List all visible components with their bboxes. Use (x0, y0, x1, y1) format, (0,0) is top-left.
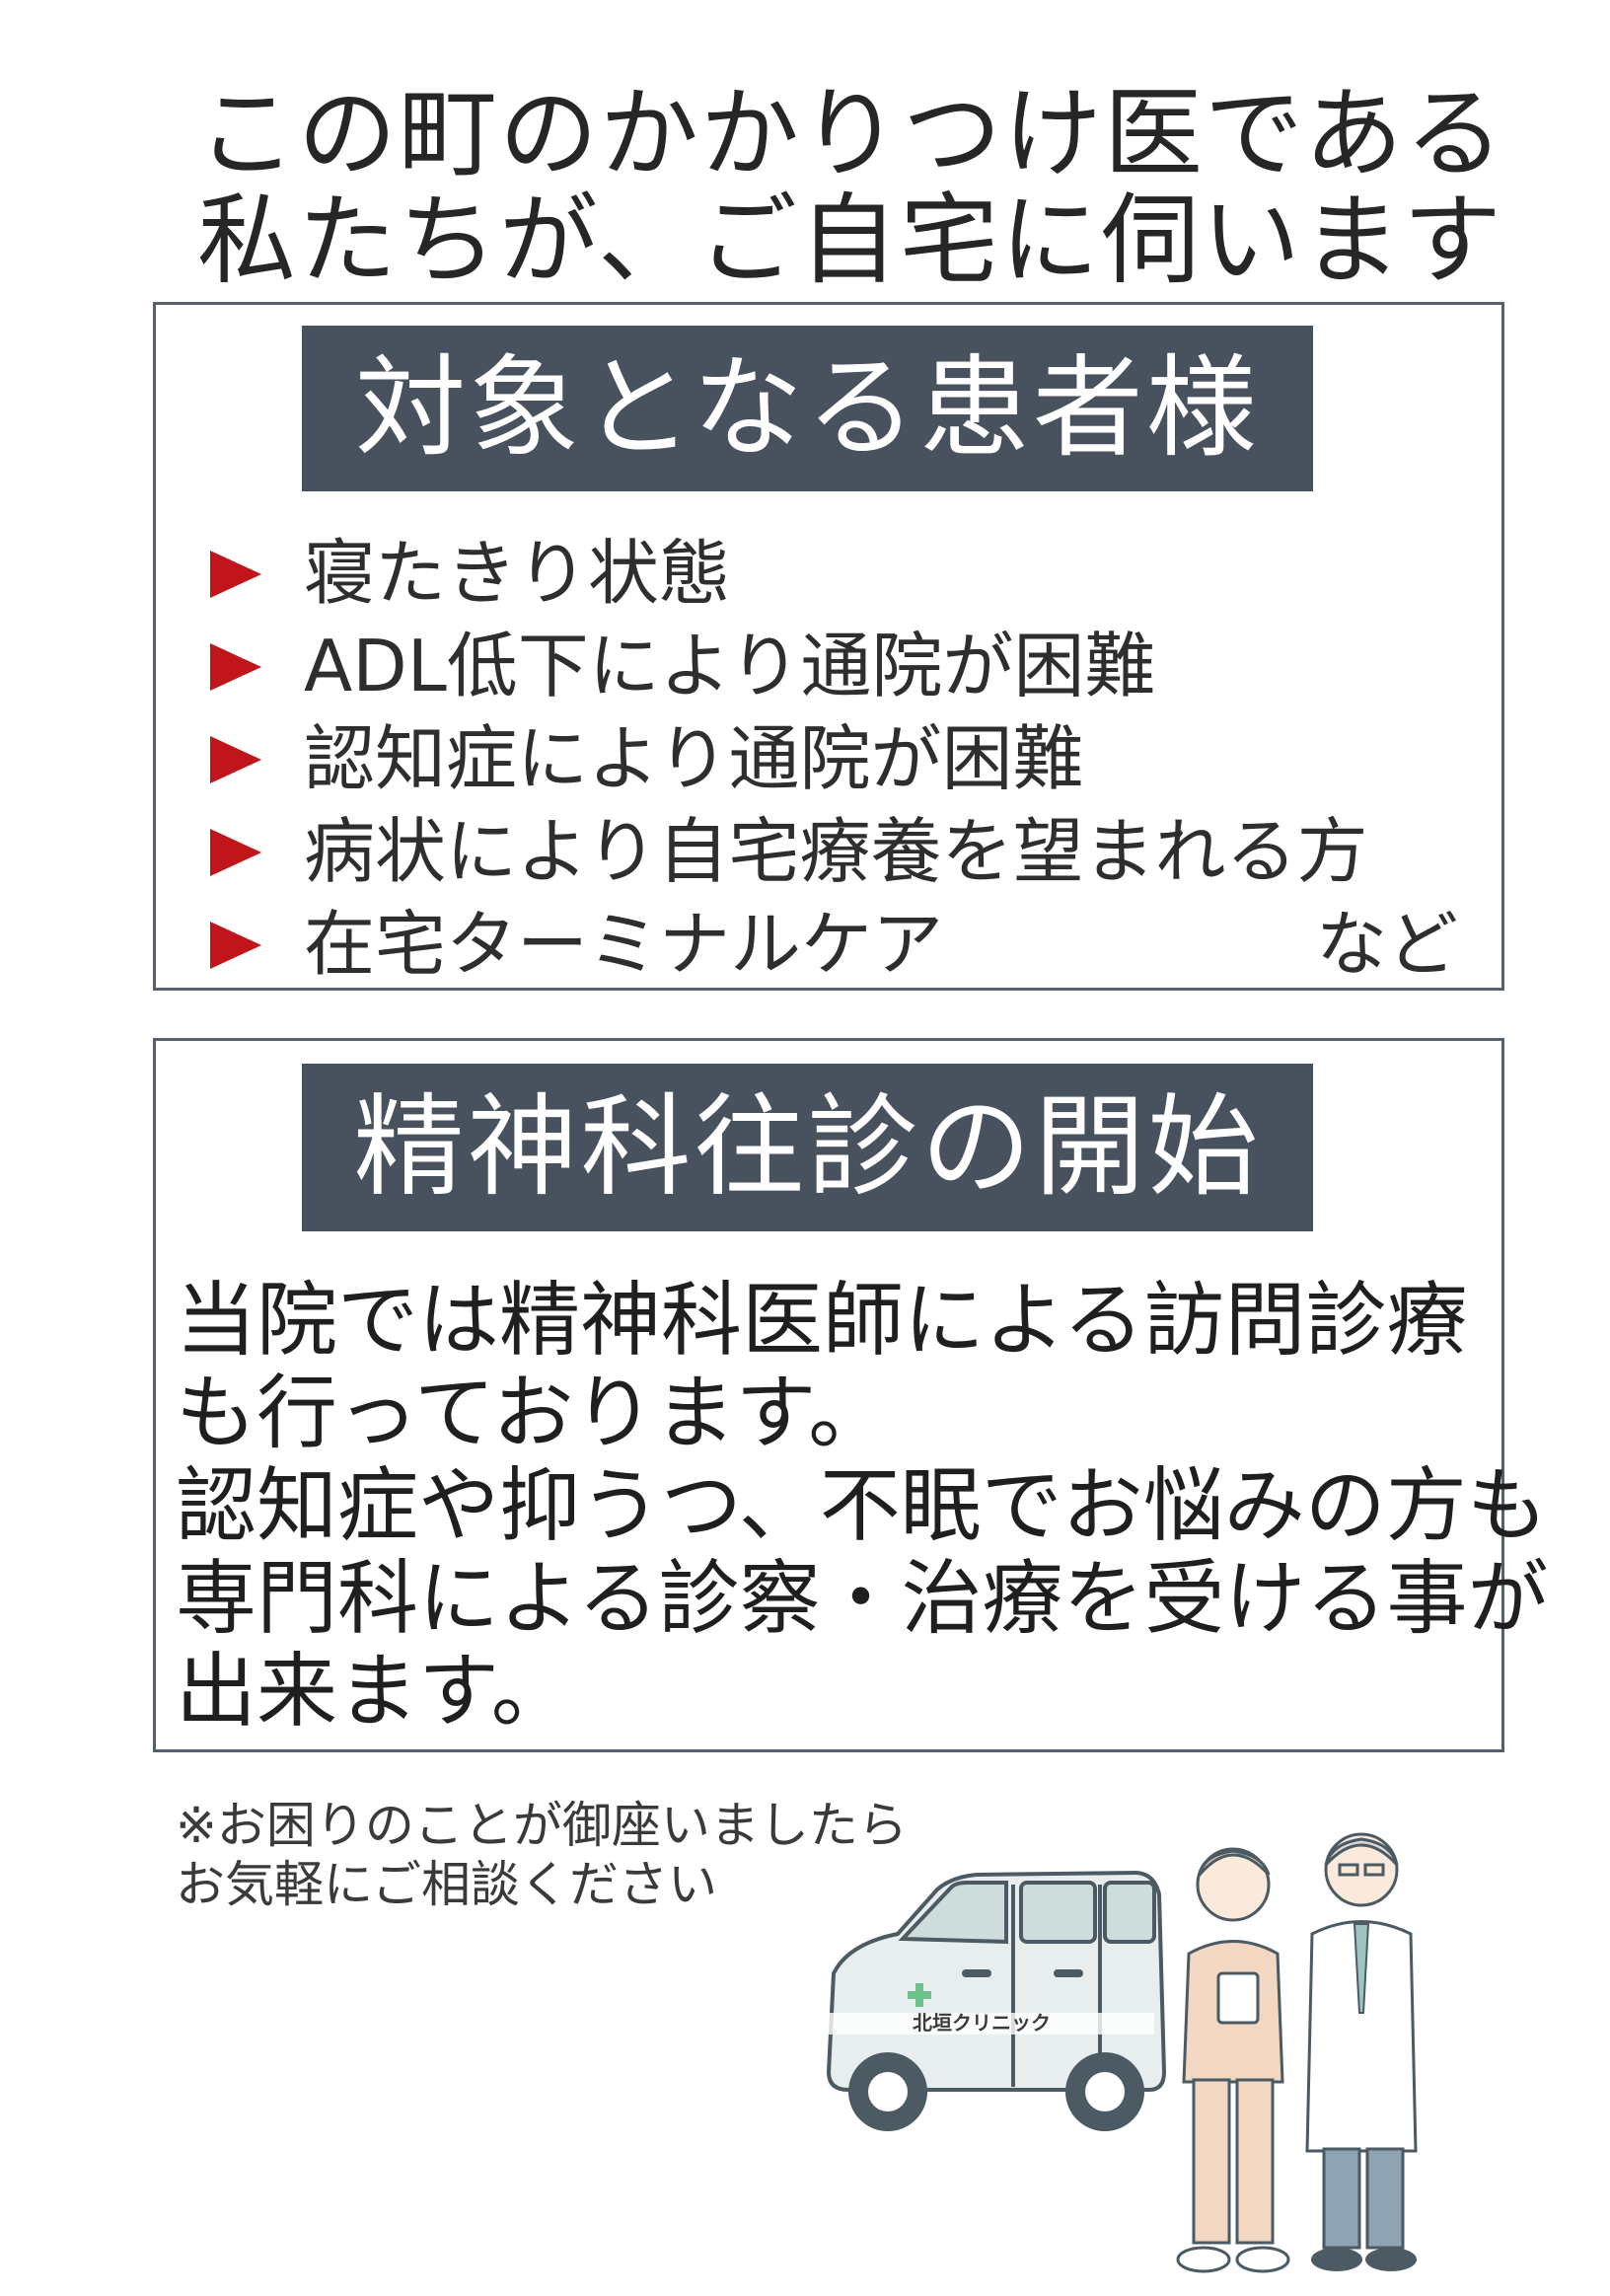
psychiatry-body: 当院では精神科医師による訪問診療 も行っております。 認知症や抑うつ、不眠でお悩… (176, 1274, 1549, 1739)
car-clinic-label: 北垣クリニック (913, 2011, 1051, 2035)
doctor-figure-icon (1305, 1832, 1418, 2271)
headline-line-2: 私たちが、ご自宅に伺います (197, 183, 1503, 298)
car-wheel-icon (1065, 2052, 1144, 2131)
target-patients-list: 寝たきり状態 ADL低下により通院が困難 認知症により通院が困難 病状により自宅… (210, 527, 1483, 991)
list-item: 寝たきり状態 (210, 527, 1483, 620)
triangle-bullet-icon (210, 643, 261, 691)
nurse-figure-icon (1176, 1847, 1290, 2273)
psychiatry-heading: 精神科往診の開始 (302, 1064, 1313, 1231)
clinic-car-and-staff-illustration: 北垣クリニック (826, 1832, 1418, 2273)
list-item-suffix: など (1315, 903, 1458, 986)
headline: この町のかかりつけ医である 私たちが、ご自宅に伺います (197, 76, 1505, 298)
list-item-text: ADL低下により通院が困難 (304, 625, 1156, 707)
contact-note-line-1: ※お困りのことが御座いましたら (176, 1797, 908, 1854)
contact-note: ※お困りのことが御座いましたら お気軽にご相談ください (176, 1796, 908, 1914)
headline-line-1: この町のかかりつけ医である (197, 76, 1505, 191)
medical-cross-icon (908, 1983, 931, 2007)
contact-note-line-2: お気軽にご相談ください (176, 1856, 717, 1913)
target-patients-box: 対象となる患者様 寝たきり状態 ADL低下により通院が困難 認知症により通院が困… (153, 302, 1504, 991)
triangle-bullet-icon (210, 736, 261, 783)
clinic-car-icon: 北垣クリニック (826, 1870, 1167, 2131)
psychiatry-line-5: 出来ます。 (176, 1645, 572, 1739)
list-item: 認知症により通院が困難 (210, 712, 1483, 805)
triangle-bullet-icon (210, 551, 261, 598)
psychiatry-line-4: 専門科による診察・治療を受ける事が (176, 1552, 1549, 1646)
list-item-text: 寝たきり状態 (304, 532, 731, 615)
list-item: 病状により自宅療養を望まれる方 (210, 805, 1483, 898)
psychiatry-line-1: 当院では精神科医師による訪問診療 (176, 1274, 1468, 1368)
psychiatry-box: 精神科往診の開始 当院では精神科医師による訪問診療 も行っております。 認知症や… (153, 1038, 1549, 1752)
psychiatry-line-3: 認知症や抑うつ、不眠でお悩みの方も (176, 1459, 1548, 1553)
list-item: 在宅ターミナルケア など (210, 898, 1483, 991)
triangle-bullet-icon (210, 922, 261, 969)
list-item-text: 在宅ターミナルケア (304, 903, 944, 986)
list-item: ADL低下により通院が困難 (210, 620, 1483, 712)
car-wheel-icon (848, 2052, 927, 2131)
psychiatry-line-2: も行っております。 (176, 1367, 890, 1460)
triangle-bullet-icon (210, 829, 261, 876)
list-item-text: 認知症により通院が困難 (304, 717, 1084, 800)
list-item-text: 病状により自宅療養を望まれる方 (304, 810, 1368, 893)
target-patients-heading: 対象となる患者様 (302, 326, 1313, 491)
